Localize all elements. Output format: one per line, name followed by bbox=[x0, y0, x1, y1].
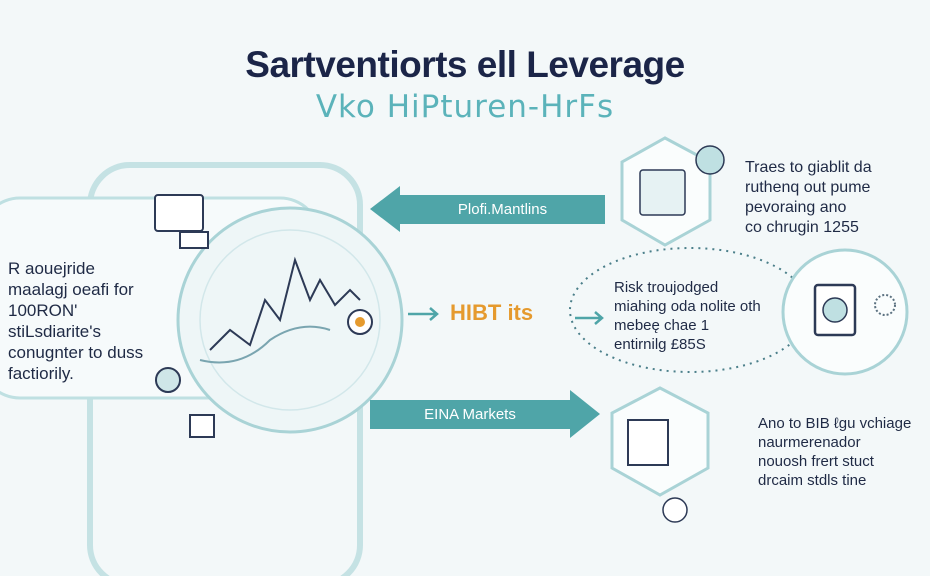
device-icon bbox=[189, 414, 215, 438]
text-line: co chrugin 1255 bbox=[745, 219, 859, 236]
left-description: R aouejride maalagj oeafi for 100RON' st… bbox=[8, 258, 143, 384]
person-icon bbox=[155, 367, 181, 393]
text-line: Risk troujodged bbox=[614, 279, 719, 296]
coin-center bbox=[355, 317, 365, 327]
bottom-right-description: Ano to BIB ℓgu vchiage naurmerenador nou… bbox=[758, 414, 911, 490]
machine-icon bbox=[627, 419, 669, 466]
left-line: conugnter to duss bbox=[8, 343, 144, 362]
left-line: factiorily. bbox=[8, 364, 74, 383]
text-line: drcaim stdls tine bbox=[758, 472, 867, 489]
page-title: Sartventiorts ell Leverage bbox=[245, 44, 685, 85]
globe-inner-ring bbox=[199, 229, 381, 411]
arrow-right-icon bbox=[408, 307, 439, 321]
arrow-right-icon bbox=[575, 311, 604, 325]
person-icon bbox=[662, 497, 688, 523]
tablet-emblem bbox=[822, 297, 848, 323]
left-line: R aouejride bbox=[8, 259, 95, 278]
keyboard-icon bbox=[179, 231, 209, 249]
left-line: 100RON' bbox=[8, 301, 78, 320]
text-line: Traes to giablit da bbox=[745, 159, 872, 176]
right-arrow-shape bbox=[370, 390, 600, 438]
top-arrow-label: Plofi.Mantlins bbox=[457, 201, 548, 218]
map-contour bbox=[199, 325, 331, 364]
chart-line-icon bbox=[209, 256, 361, 351]
computer-icon bbox=[154, 194, 204, 232]
center-label: HIBT its bbox=[450, 300, 534, 325]
text-line: entirnilg £85S bbox=[614, 336, 706, 353]
text-line: miahing oda nolite oth bbox=[614, 298, 761, 315]
middle-right-description: Risk troujodged miahing oda nolite oth m… bbox=[614, 278, 761, 354]
text-line: ruthenq out pume bbox=[745, 179, 871, 196]
left-line: maalagj oeafi for bbox=[8, 280, 134, 299]
bottom-arrow-label: EINA Markets bbox=[424, 406, 516, 423]
text-line: mebeę chae 1 bbox=[614, 317, 710, 334]
gear-icon bbox=[874, 294, 896, 316]
left-line: stiLsdiarite's bbox=[8, 322, 102, 341]
text-line: Ano to BIB ℓgu vchiage bbox=[758, 415, 912, 432]
page-subtitle: Vko HiPturen-HrFs bbox=[315, 89, 615, 125]
text-line: pevoraing ano bbox=[745, 199, 847, 216]
top-right-description: Traes to giablit da ruthenq out pume pev… bbox=[745, 158, 872, 238]
left-arrow-shape bbox=[370, 186, 605, 232]
text-line: nouosh frert stuct bbox=[758, 453, 874, 470]
globe-icon bbox=[695, 145, 725, 175]
globe-circle bbox=[176, 206, 404, 434]
screen-icon bbox=[639, 169, 686, 216]
text-line: naurmerenador bbox=[758, 434, 861, 451]
